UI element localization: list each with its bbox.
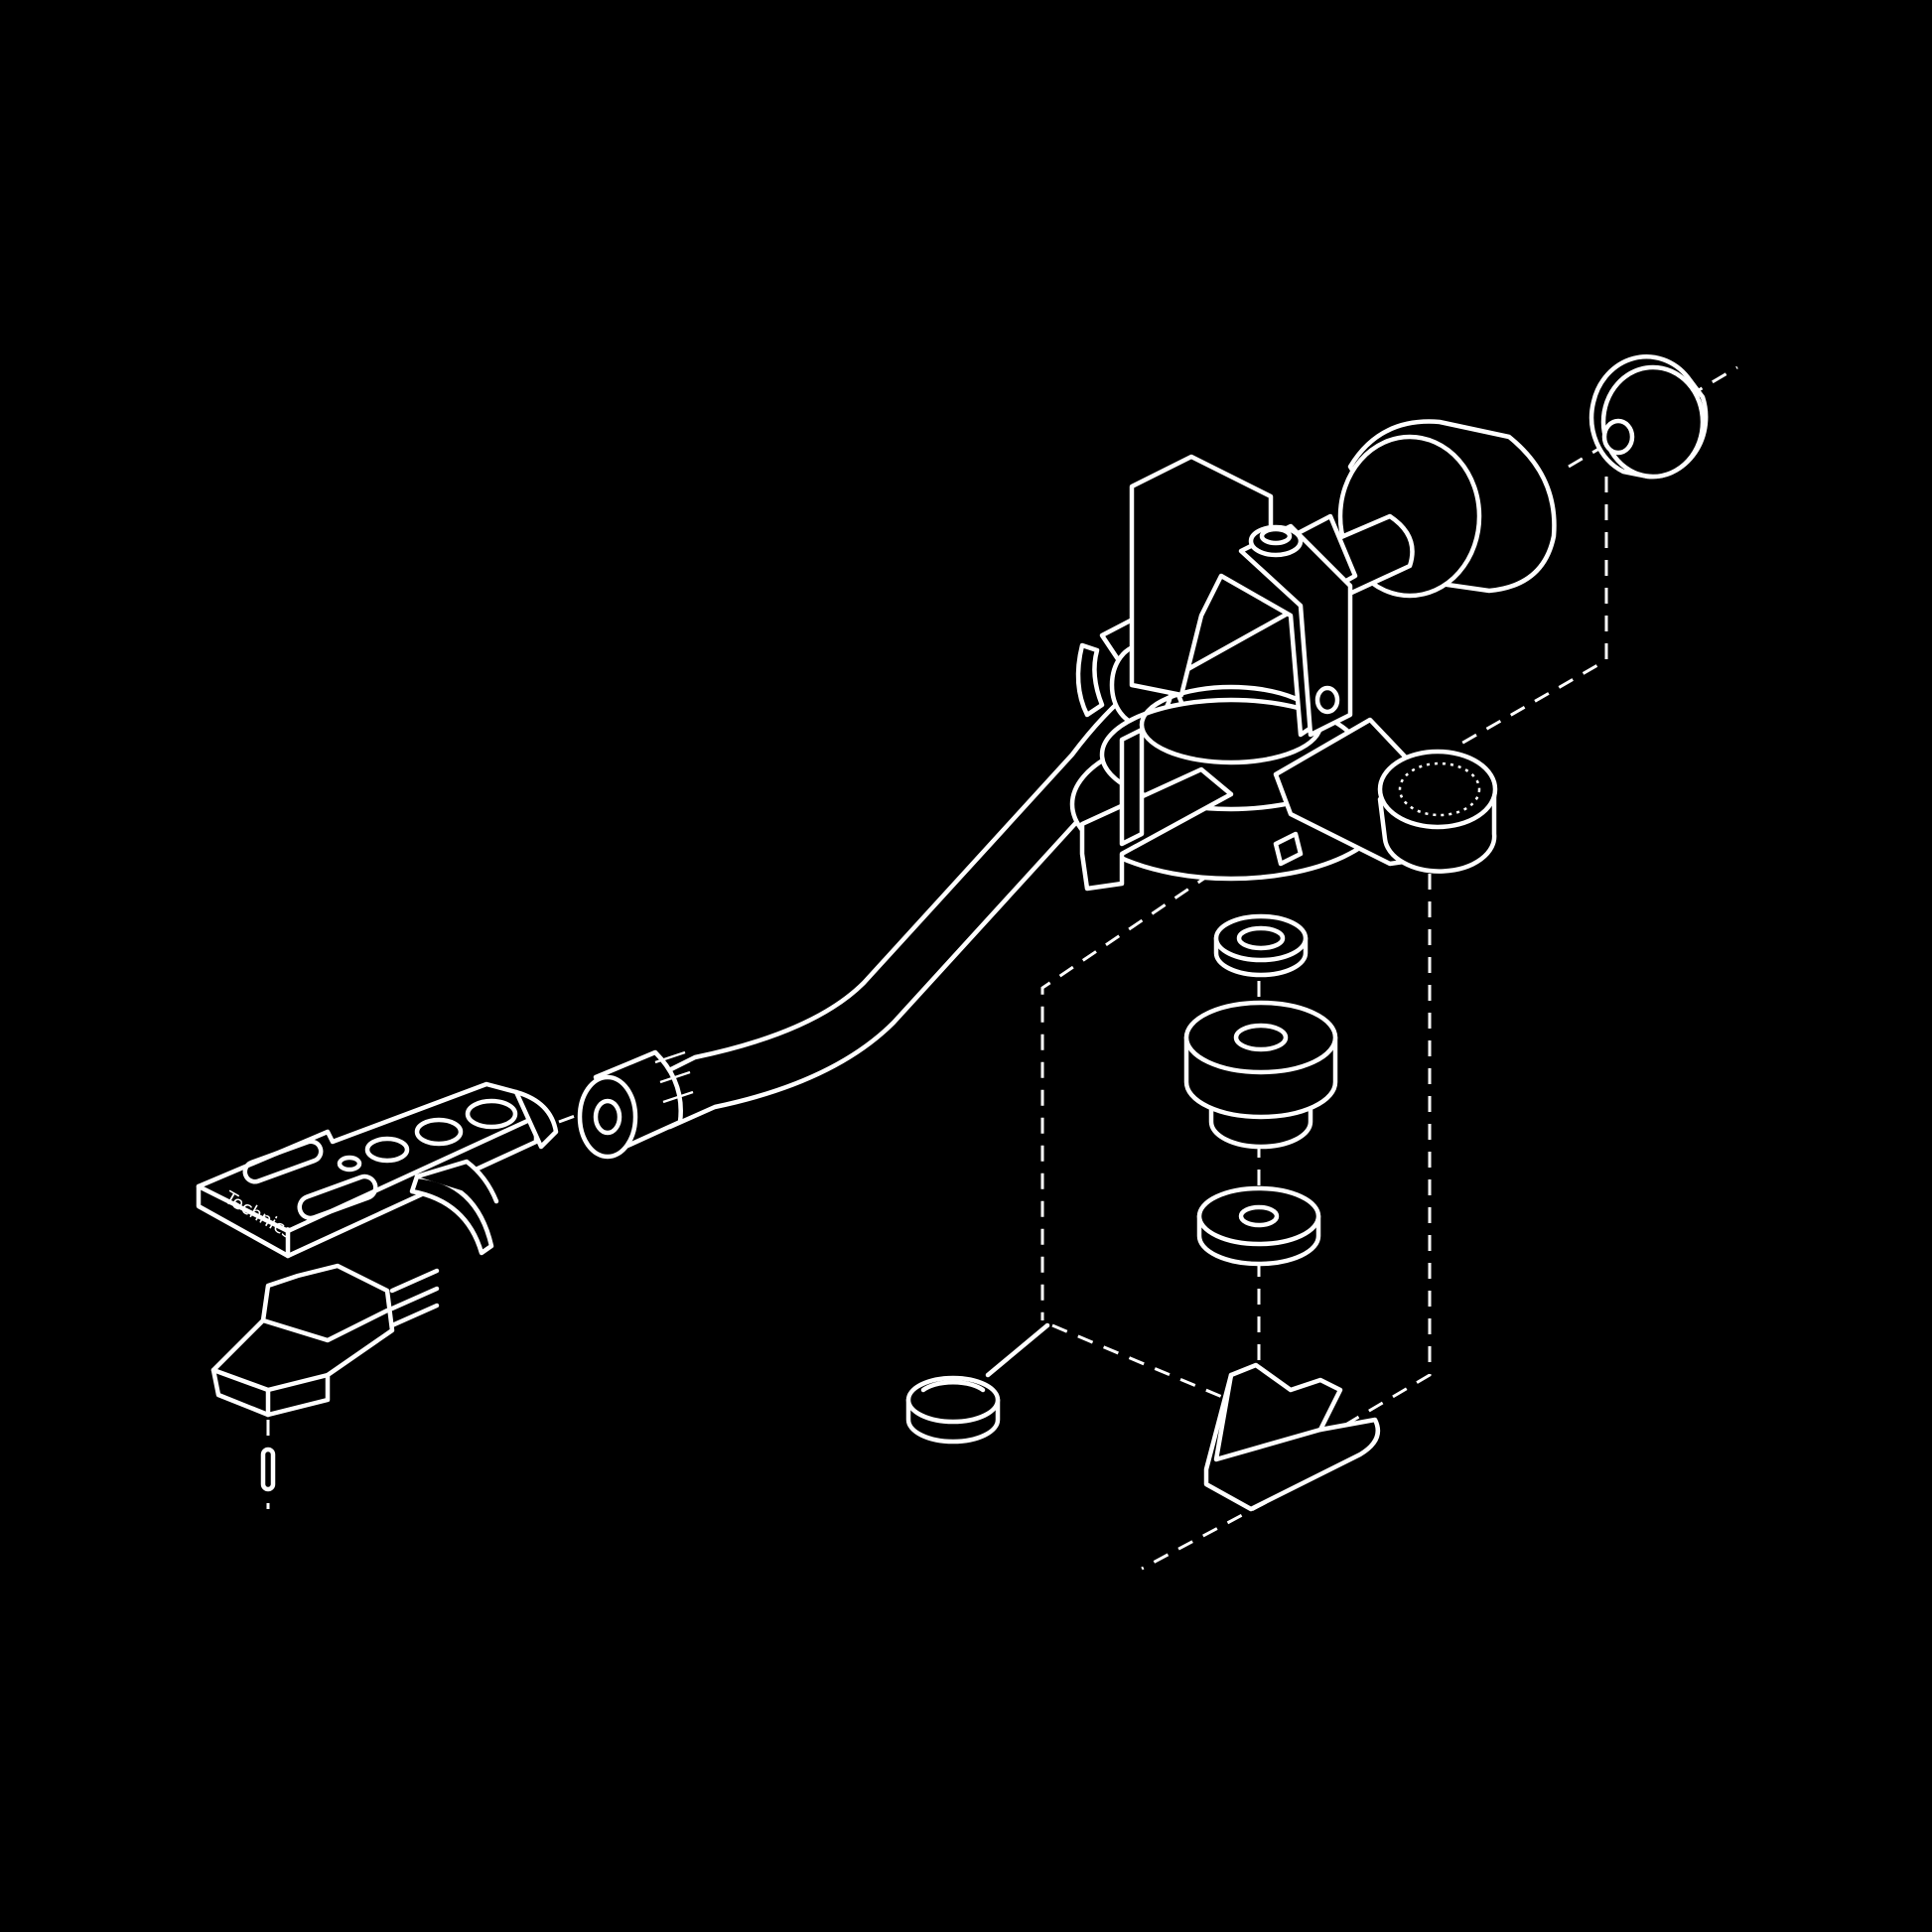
rubber-cap: [905, 1375, 1001, 1445]
pivot-gimbal: [1129, 454, 1353, 738]
stylus: [260, 1447, 276, 1492]
bushing: [1183, 1000, 1338, 1150]
end-cap: [1588, 354, 1709, 480]
counterweight: [1317, 419, 1557, 599]
washer-bottom: [1196, 1185, 1321, 1267]
arm-lift: [1075, 642, 1234, 892]
anti-skate-dial: [1377, 749, 1498, 874]
arm-rest: [1203, 1362, 1381, 1512]
arm-connector: [577, 1049, 694, 1160]
headshell: Technics: [196, 1081, 559, 1259]
cartridge: [210, 1263, 440, 1418]
washer-top: [1213, 913, 1309, 978]
